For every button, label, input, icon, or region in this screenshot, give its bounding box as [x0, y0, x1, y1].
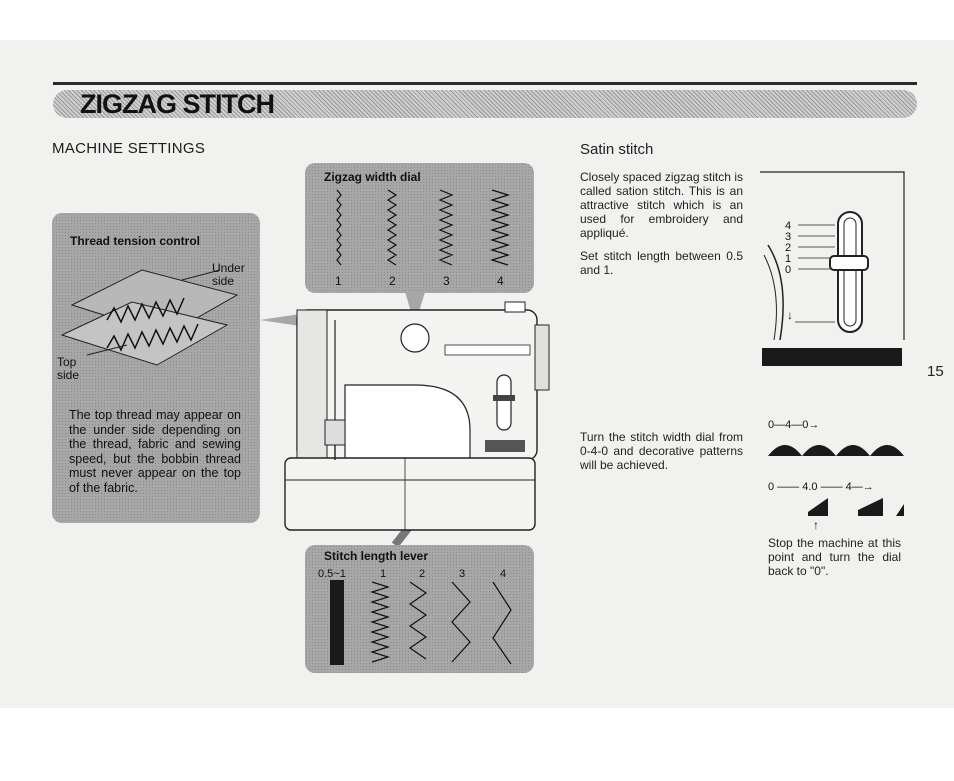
pattern-1-stitch — [768, 445, 904, 456]
thread-tension-panel — [52, 213, 260, 523]
zigzag-width-panel — [305, 163, 534, 293]
stitch-length-samples — [330, 580, 512, 665]
under-side-label: Under side — [212, 261, 245, 288]
header-rule — [53, 82, 917, 85]
stop-note: Stop the machine at this point and turn … — [768, 536, 901, 578]
zigzag-width-num-1: 1 — [335, 274, 342, 288]
pattern-2-label: 0 —— 4.0 —— 4—→ — [768, 481, 874, 493]
pattern-1-label: 0—4—0→ — [768, 419, 820, 431]
lever-scale-0: 0 — [785, 264, 792, 276]
fabric-illustration — [60, 269, 239, 366]
stitch-length-num-0: 0.5~1 — [318, 568, 346, 580]
stitch-length-num-3: 3 — [459, 568, 466, 580]
stitch-length-title: Stitch length lever — [324, 549, 429, 563]
thread-tension-title: Thread tension control — [70, 234, 201, 248]
satin-stitch-heading: Satin stitch — [580, 141, 654, 158]
zigzag-width-num-3: 3 — [443, 274, 450, 288]
stop-arrow-icon: ↑ — [813, 518, 819, 532]
stitch-length-num-1: 1 — [380, 568, 387, 580]
page-title: ZIGZAG STITCH — [80, 89, 275, 119]
machine-settings-heading: MACHINE SETTINGS — [52, 140, 206, 157]
lever-scale-2: 2 — [785, 242, 792, 254]
pattern-2-stitch — [768, 498, 904, 516]
stitch-length-num-2: 2 — [419, 568, 426, 580]
satin-stitch-para-2: Set stitch length between 0.5 and 1. — [580, 249, 743, 277]
svg-text:↓: ↓ — [787, 308, 793, 322]
stitch-length-num-4: 4 — [500, 568, 507, 580]
top-side-label: Top side — [57, 355, 80, 382]
decorative-text: Turn the stitch width dial from 0-4-0 an… — [580, 430, 743, 472]
stitch-length-lever-diagram: ↓ — [760, 171, 905, 366]
thread-tension-text: The top thread may appear on the under s… — [69, 408, 241, 495]
lever-scale-4: 4 — [785, 220, 792, 232]
lever-scale-1: 1 — [785, 253, 792, 265]
page-number: 15 — [927, 363, 944, 380]
sewing-machine-illustration — [260, 292, 550, 548]
title-bar — [53, 90, 917, 118]
satin-stitch-para-1: Closely spaced zigzag stitch is called s… — [580, 170, 743, 240]
zigzag-width-num-4: 4 — [497, 274, 504, 288]
zigzag-width-num-2: 2 — [389, 274, 396, 288]
lever-scale-3: 3 — [785, 231, 792, 243]
zigzag-width-samples — [336, 189, 511, 266]
zigzag-width-title: Zigzag width dial — [324, 170, 421, 184]
